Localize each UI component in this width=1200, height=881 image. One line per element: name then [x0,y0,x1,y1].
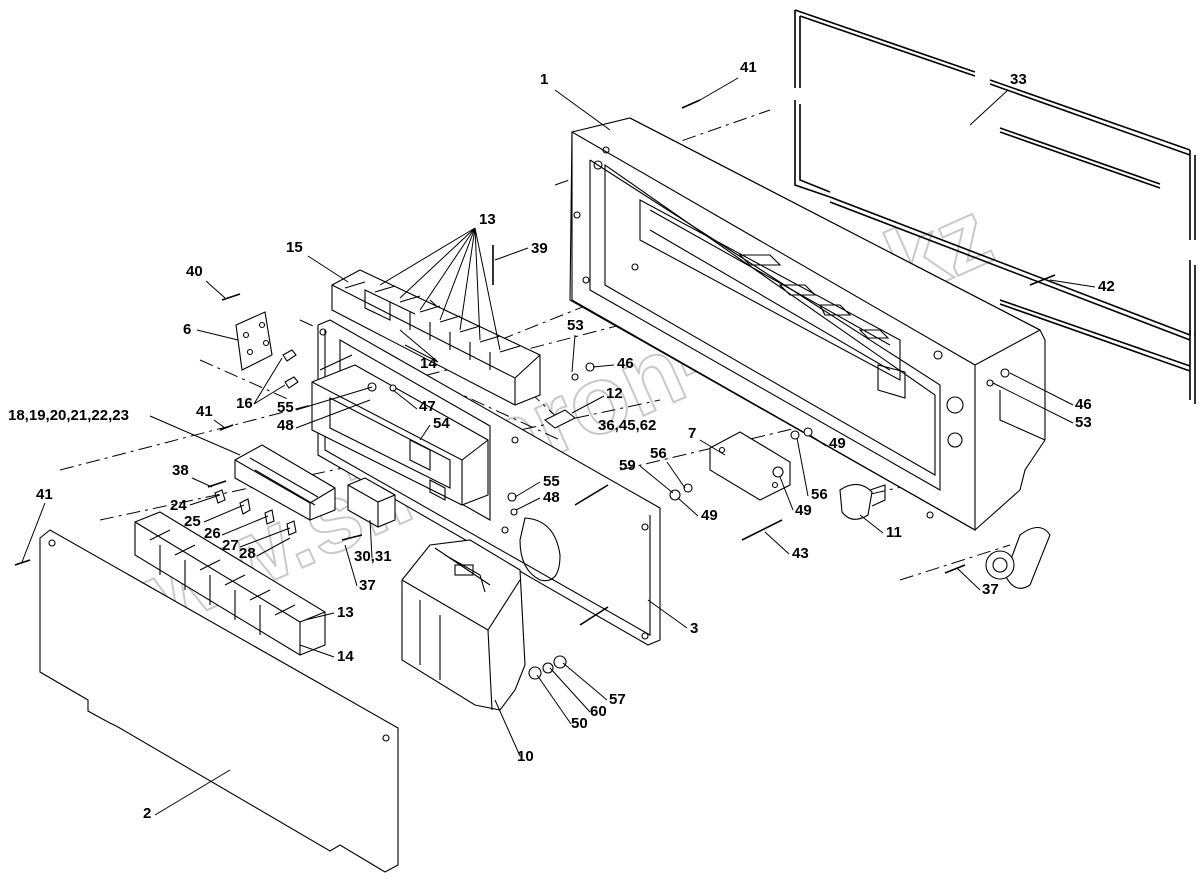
callout-l15: 15 [286,239,303,256]
callout-l10: 10 [517,748,534,765]
callout-l38: 38 [172,462,189,479]
callout-l53a: 53 [567,317,584,334]
callout-l42: 42 [1098,278,1115,295]
key-switch-11 [839,483,886,520]
housing-1 [569,117,1046,531]
callout-l43: 43 [792,545,809,562]
callout-l54: 54 [433,415,450,432]
callout-l55b: 55 [543,473,560,490]
callout-l14b: 14 [337,648,354,665]
fasteners [14,99,1056,680]
callout-l25: 25 [184,513,201,530]
callout-l14a: 14 [420,355,437,372]
callout-l49c: 49 [795,502,812,519]
callout-l7: 7 [688,425,696,442]
callout-l48a: 48 [277,417,294,434]
callout-l41b: 41 [196,403,213,420]
callout-l30: 30,31 [354,548,392,565]
callout-l41a: 41 [740,59,757,76]
callout-l24: 24 [170,497,187,514]
callout-l13b: 13 [337,604,354,621]
callout-l59: 59 [619,457,636,474]
callout-l41c: 41 [36,486,53,503]
callout-l60: 60 [590,703,607,720]
callout-l37b: 37 [982,581,999,598]
connector-37 [985,526,1051,589]
callout-l39: 39 [531,240,548,257]
callout-l49b: 49 [701,507,718,524]
callout-l33: 33 [1010,71,1027,88]
callout-l28: 28 [239,545,256,562]
gasket-33 [794,9,1196,404]
callout-l57: 57 [609,691,626,708]
relay-bank-13-14 [134,511,326,656]
callout-l53b: 53 [1075,414,1092,431]
callout-l26: 26 [204,525,221,542]
callout-l50: 50 [571,715,588,732]
callout-l56a: 56 [650,445,667,462]
relay-30-31 [347,477,396,528]
callout-l37a: 37 [359,577,376,594]
callout-l3: 3 [690,620,698,637]
callout-l40: 40 [186,263,203,280]
leader-lines [21,77,1096,816]
callout-l49a: 49 [829,435,846,452]
callout-l6: 6 [183,321,191,338]
callout-l36: 36,45,62 [598,417,656,434]
cover-2 [39,529,399,873]
fuse-block-18-23 [234,444,336,521]
callout-l13a: 13 [479,211,496,228]
callout-l47: 47 [419,398,436,415]
callout-l18: 18,19,20,21,22,23 [8,407,129,424]
callout-l11: 11 [886,524,902,541]
callout-l56b: 56 [811,486,828,503]
callout-l55a: 55 [277,399,294,416]
callout-l46a: 46 [617,355,634,372]
callout-l48b: 48 [543,489,560,506]
callout-l12: 12 [606,385,623,402]
part-12 [543,409,577,429]
module-54 [311,364,489,506]
bracket-6 [235,311,273,371]
relay-bank-15 [331,269,541,406]
callout-l16: 16 [236,395,253,412]
control-unit-10 [401,539,526,711]
callout-l27: 27 [222,537,239,554]
callout-l1: 1 [540,71,548,88]
plate-7 [709,431,791,501]
callout-l46b: 46 [1075,396,1092,413]
callout-l2: 2 [143,805,151,822]
